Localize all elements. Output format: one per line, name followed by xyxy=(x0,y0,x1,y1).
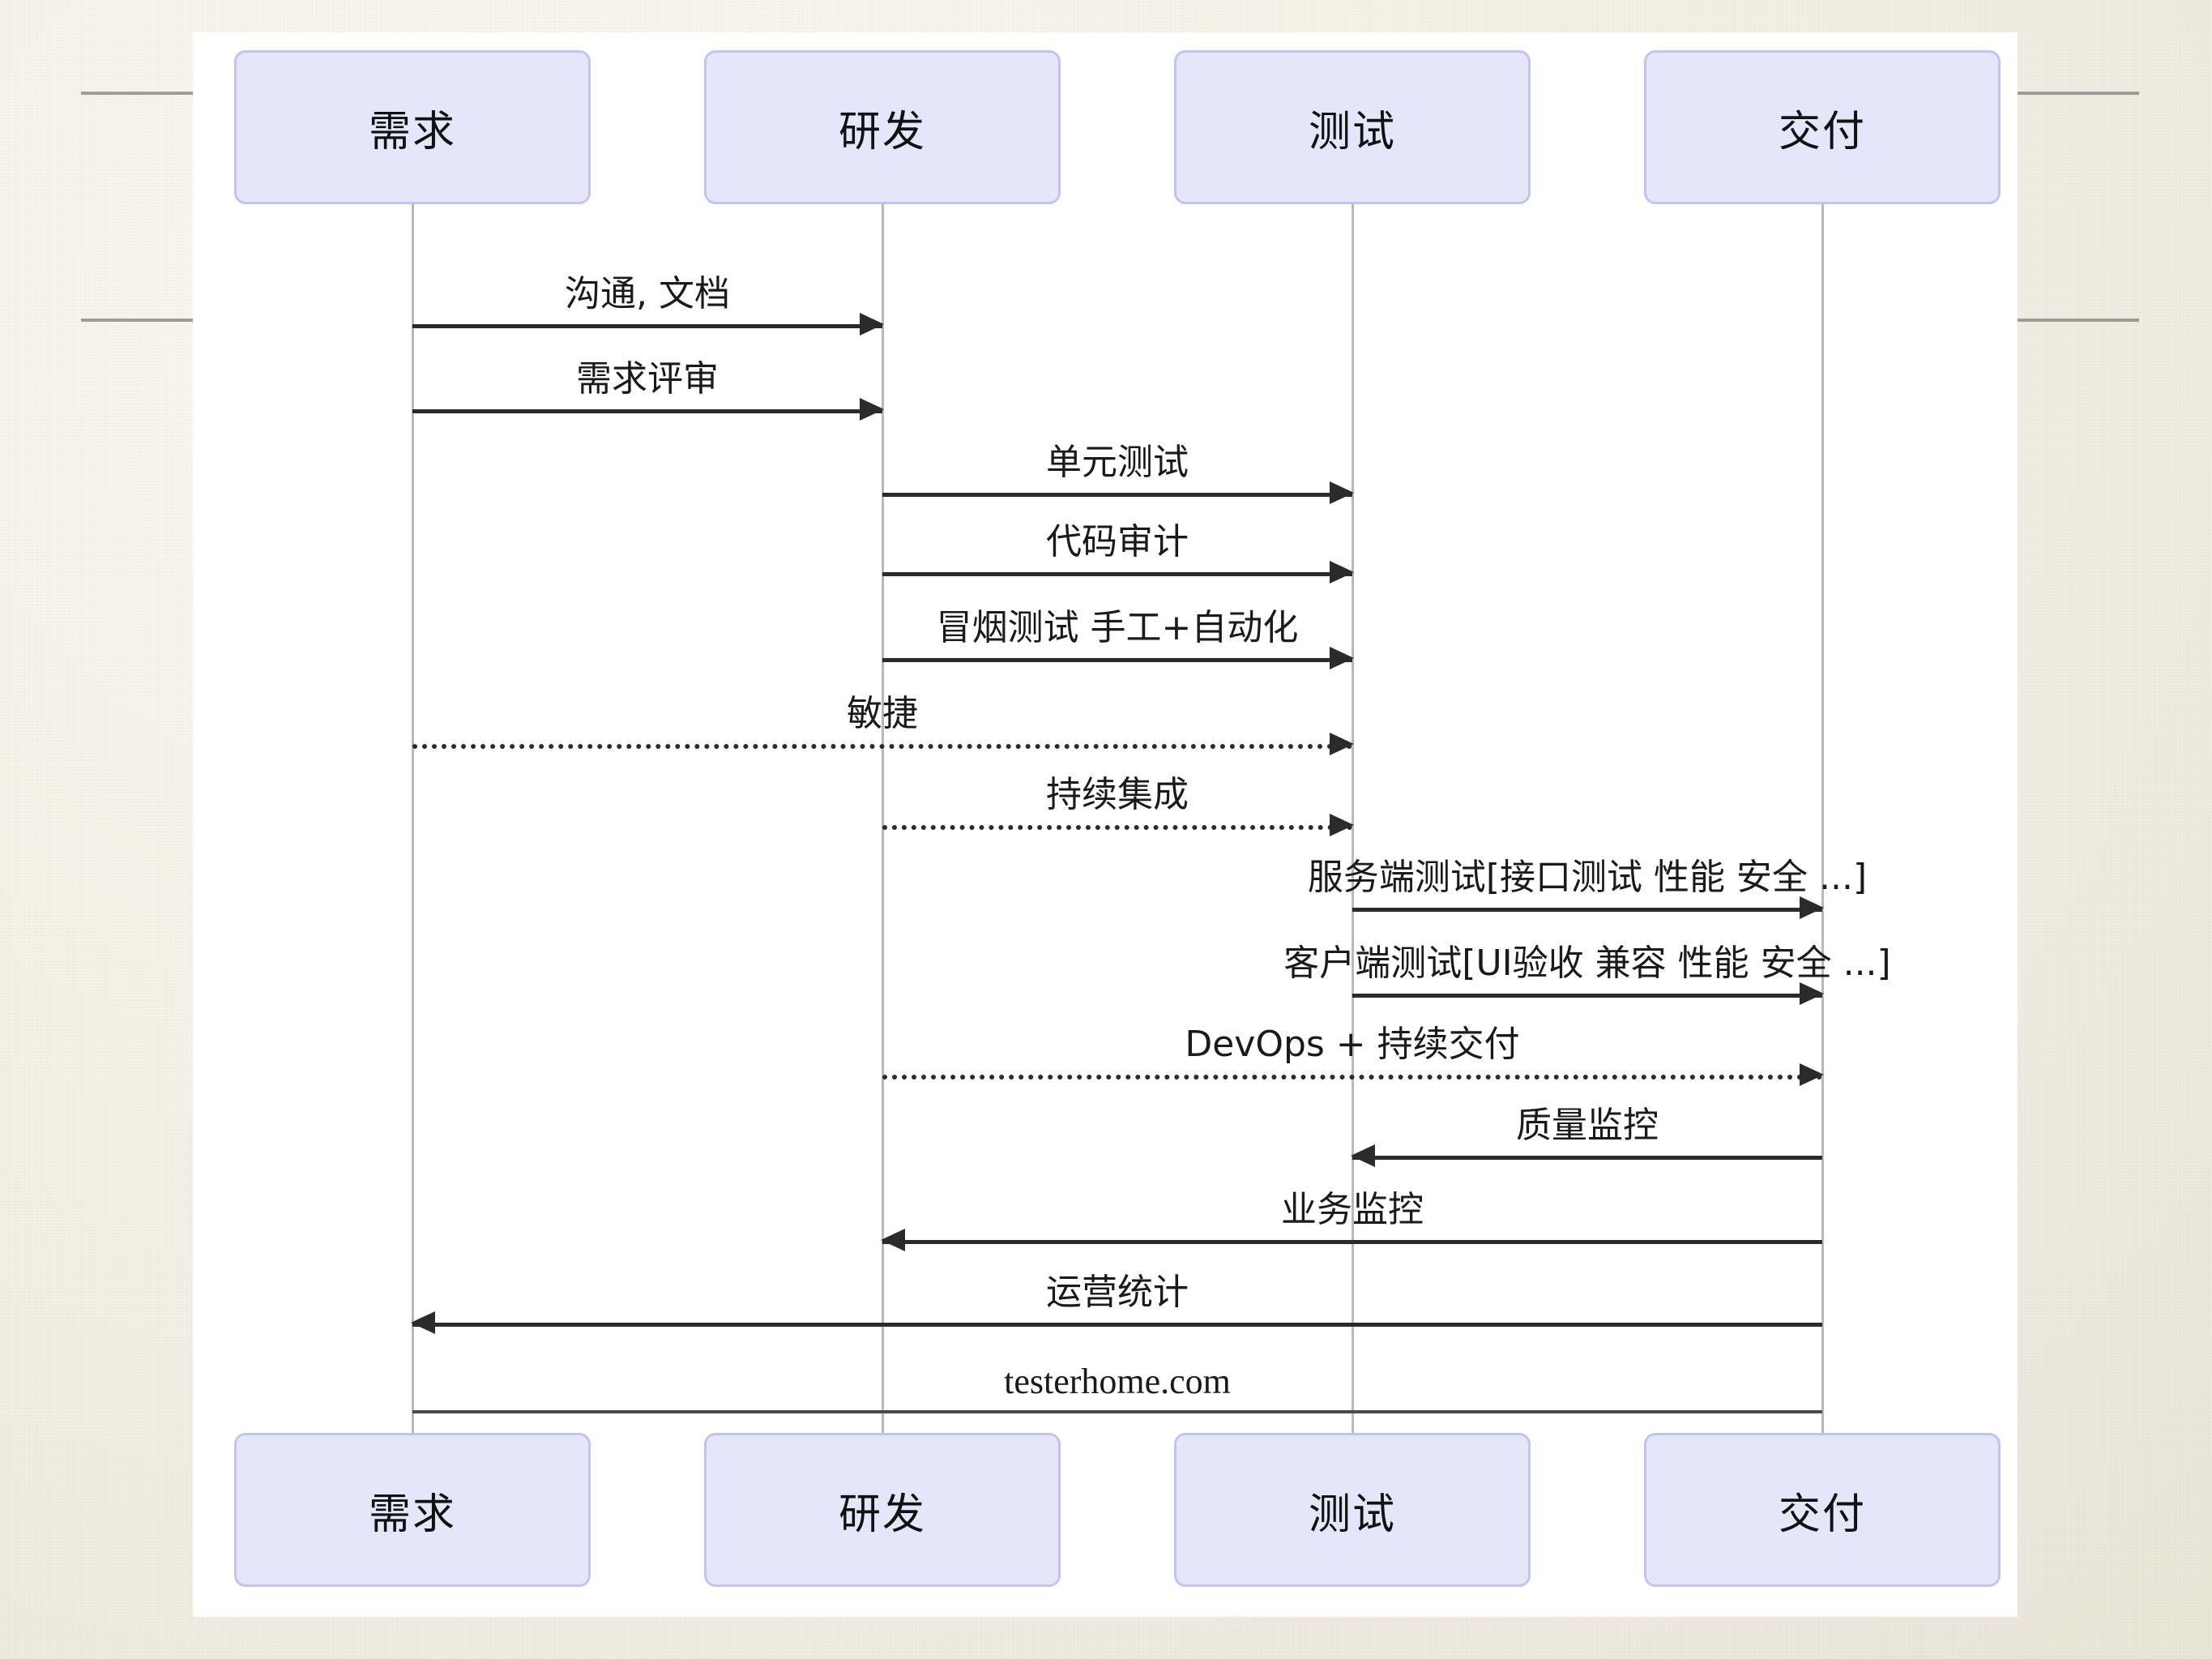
message-line xyxy=(412,1410,1822,1413)
participant-label: 交付 xyxy=(1778,1490,1866,1539)
message-label: 持续集成 xyxy=(1046,774,1189,815)
arrowhead-icon xyxy=(1330,814,1354,836)
participant-test-bottom[interactable]: 测试 xyxy=(1174,1433,1531,1587)
arrowhead-icon xyxy=(1800,982,1824,1005)
message-label: 服务端测试[接口测试 性能 安全 ...] xyxy=(1307,857,1868,898)
message-line xyxy=(882,825,1352,830)
decorative-rule-top-right xyxy=(2018,92,2139,95)
participant-deliver-bottom[interactable]: 交付 xyxy=(1644,1433,2001,1587)
message-label: testerhome.com xyxy=(1004,1362,1231,1401)
message-line xyxy=(412,409,882,413)
participant-label: 研发 xyxy=(838,1490,926,1539)
arrowhead-icon xyxy=(1330,561,1354,584)
participant-req-bottom[interactable]: 需求 xyxy=(234,1433,591,1587)
message-line xyxy=(1352,1156,1822,1160)
arrowhead-icon xyxy=(1330,647,1354,669)
message-label: 单元测试 xyxy=(1046,442,1189,483)
message-line xyxy=(1352,908,1822,912)
arrowhead-icon xyxy=(881,1229,905,1251)
message-label: 质量监控 xyxy=(1516,1105,1659,1146)
arrowhead-icon xyxy=(1800,896,1824,919)
message-line xyxy=(1352,994,1822,998)
message-line xyxy=(882,1240,1822,1244)
arrowhead-icon xyxy=(860,398,884,421)
decorative-rule-middle-left xyxy=(81,319,243,322)
participant-label: 测试 xyxy=(1308,1490,1396,1539)
message-label: 敏捷 xyxy=(847,693,918,734)
arrowhead-icon xyxy=(1800,1063,1824,1086)
sequence-diagram-canvas: 需求研发测试交付需求研发测试交付沟通, 文档需求评审单元测试代码审计冒烟测试 手… xyxy=(193,32,2018,1617)
participant-dev-bottom[interactable]: 研发 xyxy=(704,1433,1061,1587)
decorative-rule-top-left xyxy=(81,92,243,95)
message-line xyxy=(882,658,1352,662)
arrowhead-icon xyxy=(1330,733,1354,755)
lifeline-dev xyxy=(882,204,884,1433)
message-line xyxy=(412,744,1352,749)
message-line xyxy=(882,493,1352,497)
message-label: 客户端测试[UI验收 兼容 性能 安全 ...] xyxy=(1283,943,1891,984)
lifeline-deliver xyxy=(1821,204,1824,1433)
participant-label: 研发 xyxy=(838,107,926,156)
message-label: 沟通, 文档 xyxy=(565,273,730,314)
participant-deliver-top[interactable]: 交付 xyxy=(1644,50,2001,204)
participant-req-top[interactable]: 需求 xyxy=(234,50,591,204)
lifeline-req xyxy=(412,204,414,1433)
message-line xyxy=(882,572,1352,576)
message-label: 运营统计 xyxy=(1046,1272,1189,1313)
participant-label: 交付 xyxy=(1778,107,1866,156)
message-line xyxy=(412,1323,1822,1327)
arrowhead-icon xyxy=(860,313,884,336)
message-label: 冒烟测试 手工+自动化 xyxy=(936,607,1299,648)
participant-test-top[interactable]: 测试 xyxy=(1174,50,1531,204)
participant-dev-top[interactable]: 研发 xyxy=(704,50,1061,204)
message-label: 业务监控 xyxy=(1281,1189,1424,1230)
arrowhead-icon xyxy=(1351,1144,1375,1167)
participant-label: 需求 xyxy=(368,1490,456,1539)
message-label: DevOps + 持续交付 xyxy=(1185,1024,1520,1065)
message-label: 需求评审 xyxy=(576,358,719,400)
arrowhead-icon xyxy=(1330,481,1354,504)
participant-label: 需求 xyxy=(368,107,456,156)
message-label: 代码审计 xyxy=(1046,521,1189,562)
decorative-rule-middle-right xyxy=(2018,319,2139,322)
participant-label: 测试 xyxy=(1308,107,1396,156)
message-line xyxy=(882,1075,1822,1080)
arrowhead-icon xyxy=(411,1311,435,1334)
message-line xyxy=(412,324,882,328)
